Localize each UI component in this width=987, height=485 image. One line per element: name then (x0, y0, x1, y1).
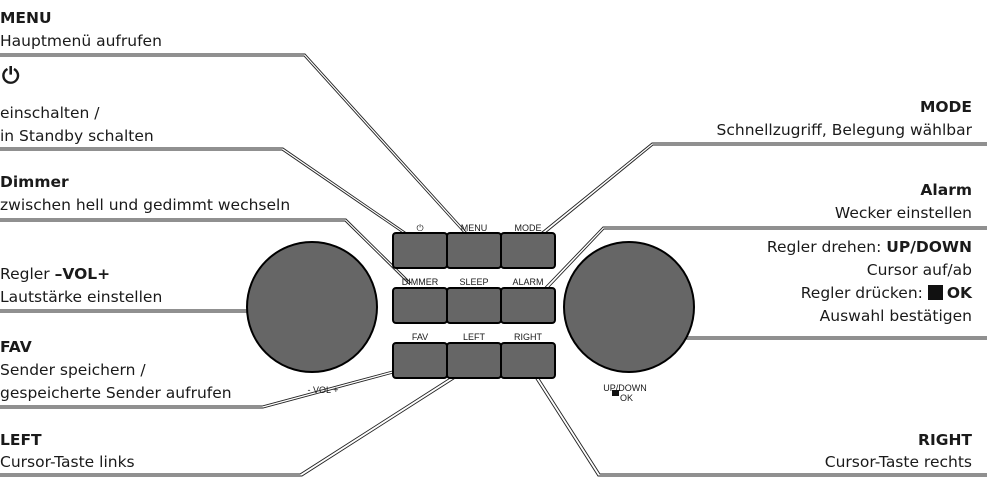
volume-knob (246, 241, 378, 373)
leader-power (0, 147, 409, 235)
enter-key-icon (612, 390, 619, 396)
menu-title: MENU (0, 9, 52, 27)
fav-desc-1: Sender speichern / (0, 361, 146, 379)
power-desc-1: einschalten / (0, 104, 100, 122)
leader-right (530, 365, 987, 475)
dimmer-title: Dimmer (0, 173, 69, 191)
press-prefix: Regler drücken: (800, 284, 928, 302)
updown-line-2: Cursor auf/ab (866, 261, 972, 279)
updown-line-1: Regler drehen: UP/DOWN (767, 237, 972, 257)
updown-line-3: Regler drücken: OK (801, 283, 972, 303)
enter-icon (927, 285, 943, 300)
leader-menu (0, 53, 469, 235)
label-right: RIGHT (514, 332, 542, 342)
label-sleep: SLEEP (459, 277, 489, 287)
label-mode: MODE (514, 223, 542, 233)
sleep-button (446, 287, 502, 324)
alarm-desc: Wecker einstellen (834, 204, 972, 222)
label-fav: FAV (411, 332, 429, 342)
leader-dimmer (0, 218, 412, 284)
menu-button (446, 232, 502, 269)
label-menu: MENU (460, 223, 488, 233)
label-power: ⏻ (416, 223, 424, 233)
alarm-button (500, 287, 556, 324)
right-desc: Cursor-Taste rechts (824, 453, 972, 471)
volume-prefix: Regler (0, 265, 55, 283)
menu-desc: Hauptmenü aufrufen (0, 32, 162, 50)
label-ok-knob: OK (620, 393, 634, 403)
fav-title: FAV (0, 338, 32, 356)
updown-line-4: Auswahl bestätigen (819, 307, 972, 325)
leader-left (0, 365, 470, 475)
label-left: LEFT (462, 332, 485, 342)
label-alarm: ALARM (512, 277, 544, 287)
left-button (446, 342, 502, 379)
mode-title: MODE (919, 98, 972, 116)
mode-desc: Schnellzugriff, Belegung wählbar (716, 121, 972, 139)
fav-desc-2: gespeicherte Sender aufrufen (0, 384, 232, 402)
label-updown-knob: UP/DOWN (603, 383, 647, 393)
right-title: RIGHT (918, 431, 972, 449)
left-title: LEFT (0, 431, 42, 449)
left-desc: Cursor-Taste links (0, 453, 135, 471)
dimmer-desc: zwischen hell und gedimmt wechseln (0, 196, 291, 214)
ok-title: OK (946, 284, 972, 302)
updown-title: UP/DOWN (886, 238, 972, 256)
alarm-title: Alarm (920, 181, 972, 199)
power-button (392, 232, 448, 269)
power-icon: ⏻ (2, 64, 20, 89)
mode-button (500, 232, 556, 269)
leader-fav (0, 365, 412, 407)
fav-button (392, 342, 448, 379)
power-desc-2: in Standby schalten (0, 127, 154, 145)
dimmer-button (392, 287, 448, 324)
leader-mode (525, 142, 987, 246)
label-vol-knob: - VOL + (307, 385, 339, 395)
label-dimmer: DIMMER (401, 277, 439, 287)
updown-prefix: Regler drehen: (766, 238, 887, 256)
navigation-knob (563, 241, 695, 373)
volume-desc: Lautstärke einstellen (0, 288, 163, 306)
volume-title-line: Regler –VOL+ (0, 264, 110, 284)
volume-title: –VOL+ (54, 265, 111, 283)
leader-alarm (527, 226, 987, 306)
right-button (500, 342, 556, 379)
